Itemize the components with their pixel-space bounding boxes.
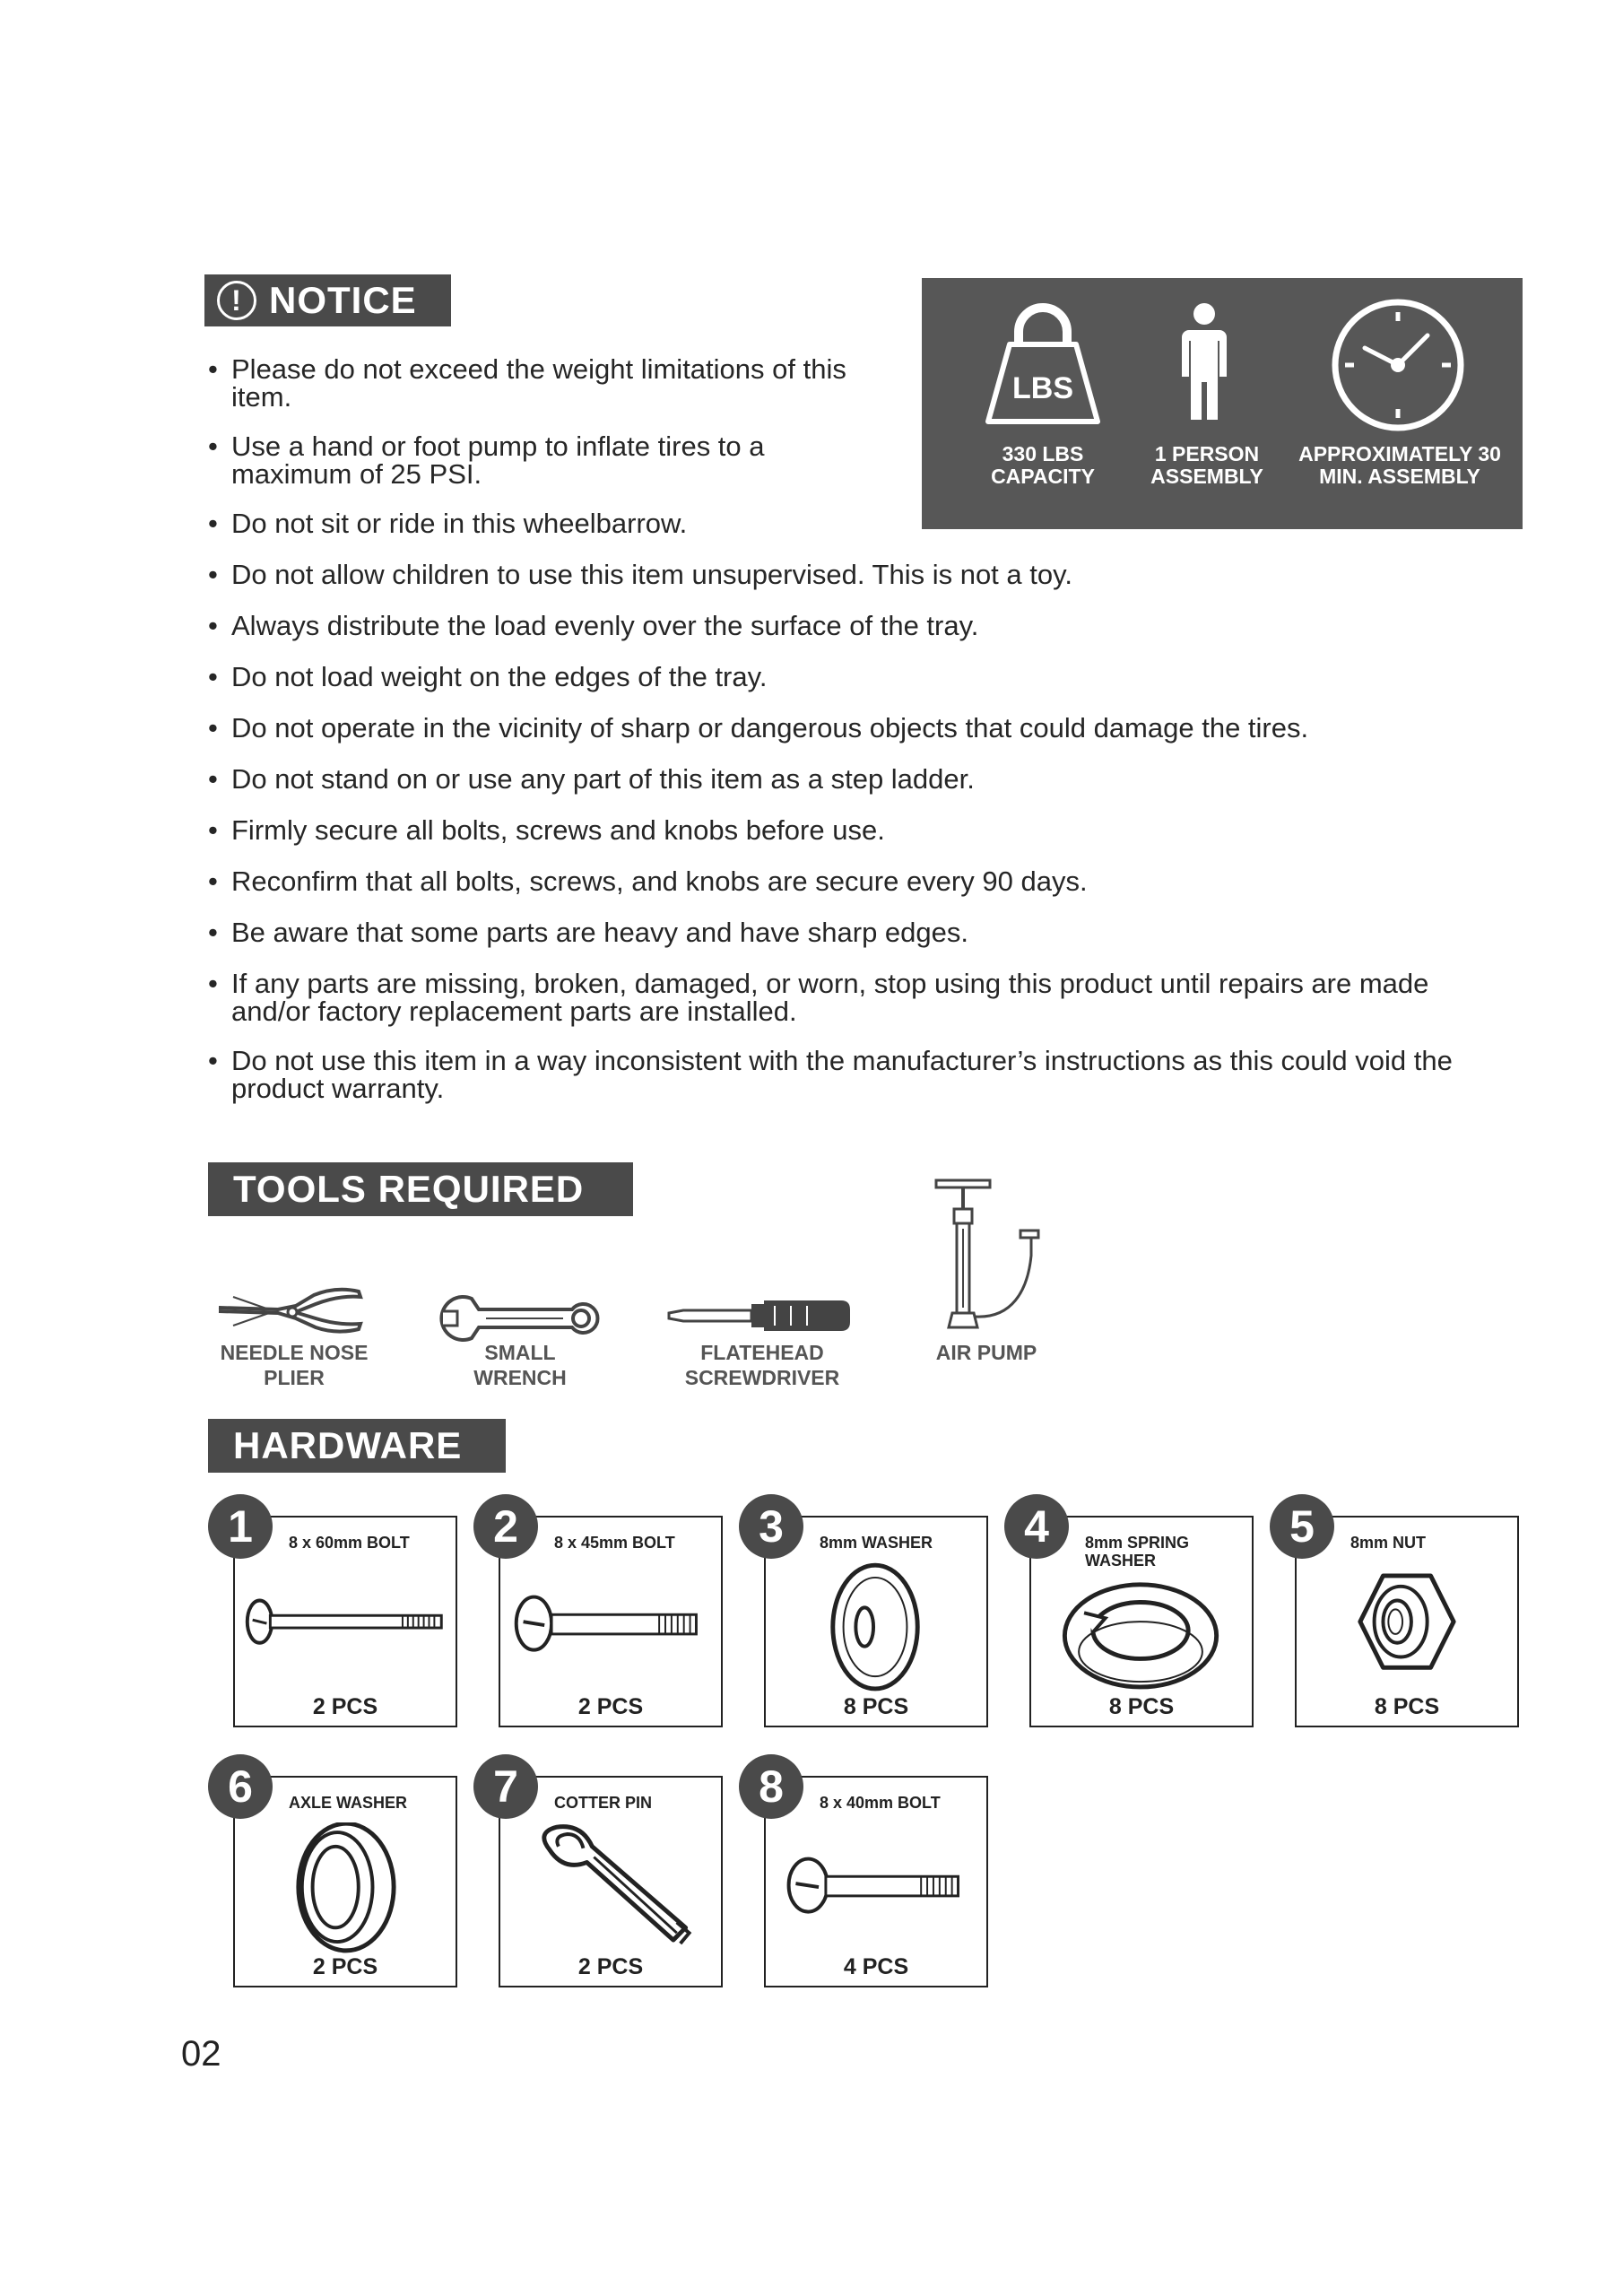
hardware-number-badge: 7 xyxy=(473,1754,538,1819)
tool-label-screwdriver: FLATEHEAD SCREWDRIVER xyxy=(684,1341,840,1389)
hardware-item-7: COTTER PIN 2 PCS xyxy=(499,1776,723,1987)
notice-header: ! NOTICE xyxy=(204,274,451,326)
wrench-icon xyxy=(439,1295,600,1342)
hardware-qty: 8 PCS xyxy=(1374,1694,1440,1719)
spec-box: LBS 330 LBS CAPACITY 1 PERSON ASSEMBLY A… xyxy=(922,278,1523,529)
hardware-number-badge: 8 xyxy=(739,1754,803,1819)
cotter-pin-icon xyxy=(542,1824,692,1945)
notice-item: Do not allow children to use this item u… xyxy=(208,561,1517,588)
hardware-item-6: AXLE WASHER 2 PCS xyxy=(233,1776,457,1987)
hardware-qty: 2 PCS xyxy=(312,1694,378,1719)
notice-item: Firmly secure all bolts, screws and knob… xyxy=(208,816,1517,844)
hardware-qty: 2 PCS xyxy=(577,1694,644,1719)
weight-icon: LBS xyxy=(985,303,1100,424)
notice-item: Always distribute the load evenly over t… xyxy=(208,612,1517,639)
hardware-name: 8 x 45mm BOLT xyxy=(554,1534,675,1552)
hardware-name: 8mm NUT xyxy=(1350,1534,1427,1552)
hardware-item-4: 8mm SPRING WASHER 8 PCS xyxy=(1029,1516,1254,1727)
person-icon xyxy=(1182,303,1227,420)
hardware-item-8: 8 x 40mm BOLT 4 PCS xyxy=(764,1776,988,1987)
notice-item: If any parts are missing, broken, damage… xyxy=(208,970,1505,1025)
hardware-name: 8 x 60mm BOLT xyxy=(289,1534,410,1552)
clock-icon xyxy=(1332,299,1464,431)
spring-washer-icon xyxy=(1062,1582,1219,1690)
capacity-label: 330 LBS CAPACITY xyxy=(991,442,1095,488)
hardware-name: COTTER PIN xyxy=(554,1794,653,1812)
hardware-number-badge: 4 xyxy=(1004,1494,1069,1559)
hardware-qty: 2 PCS xyxy=(577,1954,644,1979)
notice-item: Do not stand on or use any part of this … xyxy=(208,765,1517,793)
notice-item: Do not load weight on the edges of the t… xyxy=(208,663,1517,691)
notice-list: Please do not exceed the weight limitati… xyxy=(208,355,1517,1102)
bolt-icon xyxy=(514,1595,698,1652)
notice-item: Please do not exceed the weight limitati… xyxy=(208,355,850,411)
hardware-qty: 4 PCS xyxy=(843,1954,909,1979)
hardware-number-badge: 3 xyxy=(739,1494,803,1559)
hardware-number-badge: 6 xyxy=(208,1754,273,1819)
short-bolt-icon xyxy=(786,1857,959,1914)
notice-item: Be aware that some parts are heavy and h… xyxy=(208,918,1517,946)
hardware-header: HARDWARE xyxy=(208,1419,506,1473)
hardware-name: 8mm SPRING WASHER xyxy=(1085,1534,1190,1570)
page-number: 02 xyxy=(181,2034,221,2074)
tool-label-plier: NEEDLE NOSE PLIER xyxy=(220,1341,369,1389)
tool-label-wrench: SMALL WRENCH xyxy=(473,1341,567,1389)
screwdriver-icon xyxy=(667,1300,850,1331)
hardware-item-2: 8 x 45mm BOLT 2 PCS xyxy=(499,1516,723,1727)
person-label: 1 PERSON ASSEMBLY xyxy=(1150,442,1263,488)
time-label: APPROXIMATELY 30 MIN. ASSEMBLY xyxy=(1298,442,1501,488)
air-pump-icon xyxy=(934,1178,1040,1329)
tools-header: TOOLS REQUIRED xyxy=(208,1162,633,1216)
notice-item: Do not sit or ride in this wheelbarrow. xyxy=(208,509,1517,537)
notice-title: NOTICE xyxy=(269,279,417,321)
tool-label-air-pump: AIR PUMP xyxy=(935,1341,1037,1364)
hardware-name: AXLE WASHER xyxy=(289,1794,408,1812)
hardware-number-badge: 5 xyxy=(1270,1494,1334,1559)
plier-icon xyxy=(218,1287,363,1334)
notice-item: Use a hand or foot pump to inflate tires… xyxy=(208,432,850,488)
notice-item: Do not use this item in a way inconsiste… xyxy=(208,1047,1505,1102)
long-bolt-icon xyxy=(245,1598,443,1645)
hardware-name: 8mm WASHER xyxy=(820,1534,933,1552)
hardware-qty: 8 PCS xyxy=(1108,1694,1175,1719)
hardware-qty: 2 PCS xyxy=(312,1954,378,1979)
weight-icon-text: LBS xyxy=(1012,371,1073,405)
notice-item: Reconfirm that all bolts, screws, and kn… xyxy=(208,867,1517,895)
hardware-qty: 8 PCS xyxy=(843,1694,909,1719)
hardware-name: 8 x 40mm BOLT xyxy=(820,1794,941,1812)
hardware-number-badge: 2 xyxy=(473,1494,538,1559)
hardware-item-3: 8mm WASHER 8 PCS xyxy=(764,1516,988,1727)
axle-washer-icon xyxy=(296,1822,396,1953)
washer-icon xyxy=(830,1562,920,1692)
hardware-number-badge: 1 xyxy=(208,1494,273,1559)
exclamation-icon: ! xyxy=(217,281,256,320)
notice-item: Do not operate in the vicinity of sharp … xyxy=(208,714,1517,742)
hardware-item-5: 8mm NUT 8 PCS xyxy=(1295,1516,1519,1727)
nut-icon xyxy=(1358,1573,1456,1670)
hardware-item-1: 8 x 60mm BOLT 2 PCS xyxy=(233,1516,457,1727)
